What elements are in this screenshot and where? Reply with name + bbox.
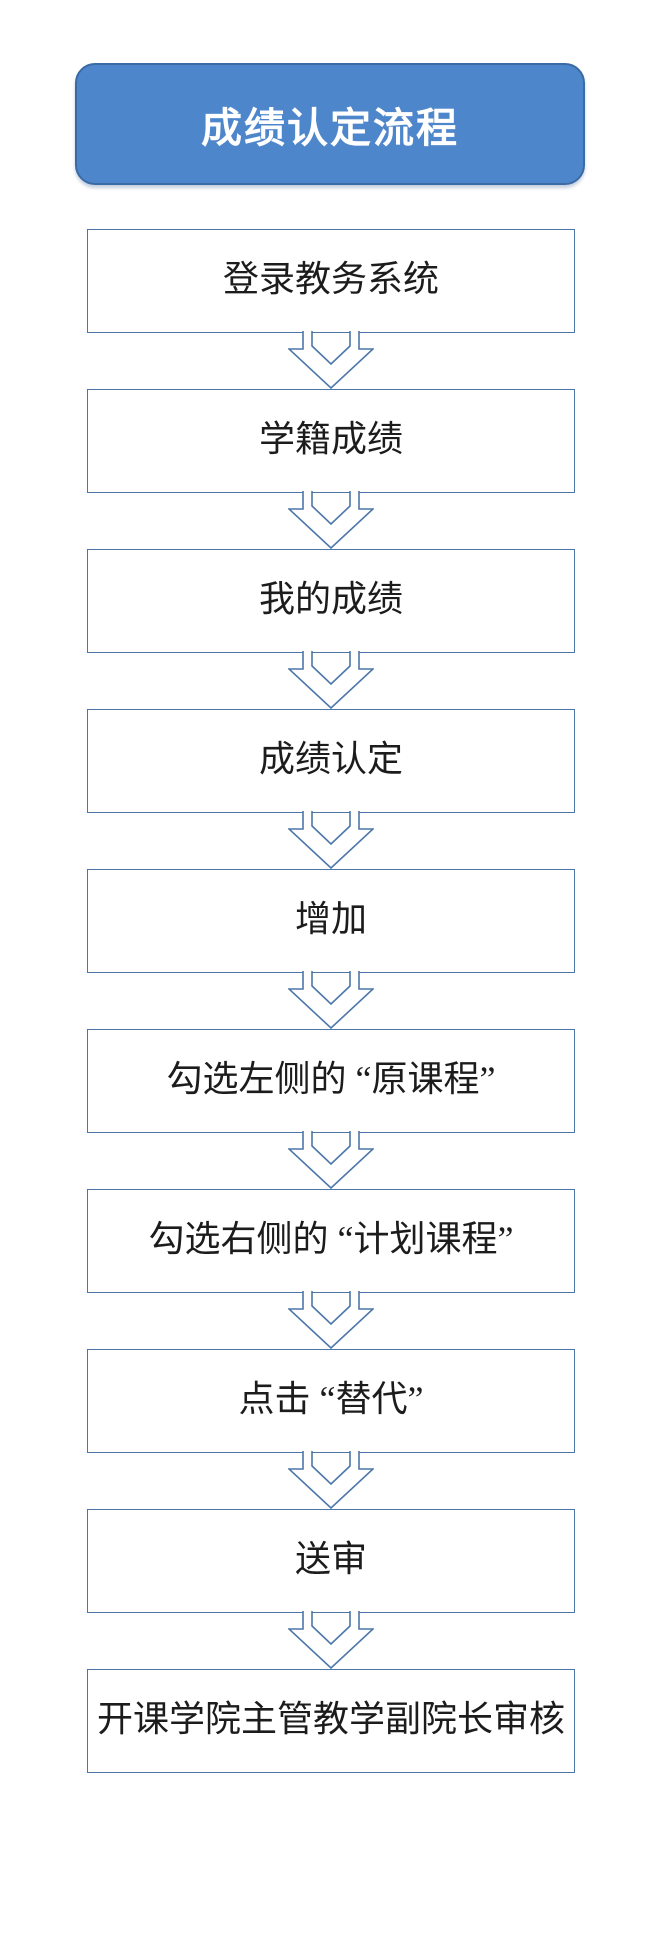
step-label: 成绩认定 (258, 739, 403, 779)
step-label: 学籍成绩 (258, 419, 403, 459)
down-arrow-icon (288, 1291, 374, 1349)
step-label: 点击 “替代” (238, 1379, 424, 1419)
flow-title-banner: 成绩认定流程 (75, 63, 585, 185)
step-box-check-planned-course: 勾选右侧的 “计划课程” (87, 1189, 575, 1293)
step-label: 开课学院主管教学副院长审核 (96, 1699, 565, 1739)
down-arrow-icon (288, 331, 374, 389)
step-box-check-original-course: 勾选左侧的 “原课程” (87, 1029, 575, 1133)
down-arrow-icon (288, 1131, 374, 1189)
step-box-submit-review: 送审 (87, 1509, 575, 1613)
down-arrow-icon (288, 971, 374, 1029)
step-box-score-recognition: 成绩认定 (87, 709, 575, 813)
step-box-academic-scores: 学籍成绩 (87, 389, 575, 493)
step-label: 送审 (294, 1539, 367, 1579)
step-label: 勾选右侧的 “计划课程” (148, 1219, 514, 1259)
step-box-click-replace: 点击 “替代” (87, 1349, 575, 1453)
step-box-add: 增加 (87, 869, 575, 973)
down-arrow-icon (288, 651, 374, 709)
step-box-my-scores: 我的成绩 (87, 549, 575, 653)
step-label: 勾选左侧的 “原课程” (166, 1059, 496, 1099)
flow-title: 成绩认定流程 (201, 105, 459, 151)
step-label: 登录教务系统 (222, 259, 439, 299)
step-box-login: 登录教务系统 (87, 229, 575, 333)
step-label: 我的成绩 (258, 579, 403, 619)
step-label: 增加 (294, 899, 367, 939)
down-arrow-icon (288, 811, 374, 869)
step-box-dean-review: 开课学院主管教学副院长审核 (87, 1669, 575, 1773)
down-arrow-icon (288, 1611, 374, 1669)
down-arrow-icon (288, 1451, 374, 1509)
down-arrow-icon (288, 491, 374, 549)
